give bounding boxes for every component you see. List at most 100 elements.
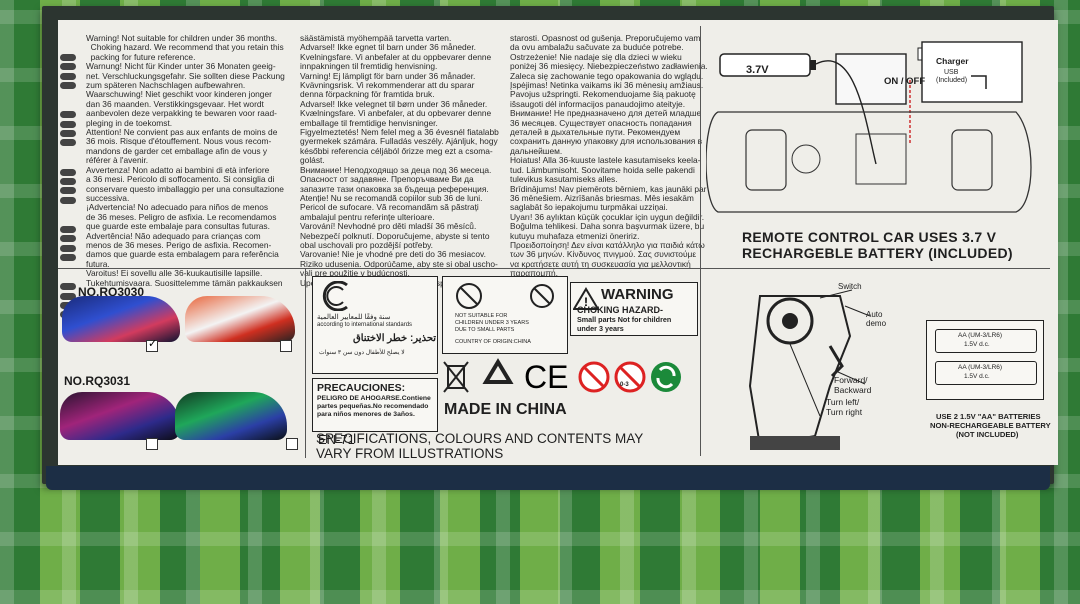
warning-line: golást.	[300, 155, 325, 166]
warning-line: Varoitus! Ei sovellu alle 36-kuukautisil…	[86, 268, 263, 279]
warning-line: Attention! Ne convient pas aux enfants d…	[86, 127, 278, 138]
warning-line: Kvelningsfare. Vi anbefaler at du oppbev…	[300, 51, 492, 62]
country-of-origin: COUNTRY OF ORIGIN:CHINA	[455, 339, 531, 345]
warning-line: Varování! Nevhodné pro děti mladší 36 mě…	[300, 221, 477, 232]
warning-line: Warning! Not suitable for children under…	[86, 33, 278, 43]
warning-line: išsaugoti dėl informacijos panaudojimo a…	[510, 98, 686, 109]
made-in-china: MADE IN CHINA	[444, 401, 567, 418]
warning-line: da ovu ambalažu sačuvate za buduće potre…	[510, 42, 684, 53]
arabic-warning-title: ﺗﺤﺬﯾﺮ: ﺧﻄﺮ اﻻﺧﺘﻨﺎق	[353, 333, 437, 344]
warning-line: poniżej 36 miesięcy. Niebezpieczeństwo z…	[510, 61, 708, 72]
warning-line: aanbevolen deze verpakking te bewaren vo…	[86, 108, 277, 119]
cars-divider	[305, 268, 306, 458]
warning-line: Riziko udusenia. Odporúčame, aby ste si …	[300, 258, 498, 269]
usb-cable-icon	[971, 75, 987, 89]
warning-line: запазите тази опаковка за бъдеща референ…	[300, 183, 489, 194]
warning-line: Hoiatus! Alla 36-kuuste lastele kasutami…	[510, 155, 701, 166]
usb-label: USB	[944, 69, 959, 76]
warning-column-1: Warning! Not suitable for children under…	[86, 33, 285, 288]
warning-line: vali pre použitie v budúcnosti.	[300, 268, 410, 279]
warning-line: Figyelmeztetés! Nem felel meg a 36 évesn…	[300, 127, 499, 138]
standards-english-text: according to international standards	[317, 322, 413, 328]
car-green-image	[175, 392, 287, 440]
horizontal-divider	[58, 268, 700, 269]
forward-backward-label-2: Backward	[834, 385, 872, 395]
recycle-icon	[482, 358, 514, 384]
warning-line: obal uschovali pro pozdější potřeby.	[300, 239, 433, 250]
not-suitable-line-2: CHILDREN UNDER 3 YEARS	[455, 320, 529, 326]
warning-line: a 36 mesi. Pericolo di soffocamento. Si …	[86, 174, 275, 185]
peligro-line-2: partes pequeñas.No recomendado	[317, 403, 429, 410]
aa-battery-1-voltage: 1.5V d.c.	[964, 341, 990, 348]
warning-line: starosti. Opasnost od gušenja. Preporuču…	[510, 33, 701, 43]
not-suitable-line-3: DUE TO SMALL PARTS	[455, 327, 515, 333]
warning-line: dan 36 maanden. Verstikkingsgevaar. Het …	[86, 98, 264, 109]
certification-symbols: CE	[443, 358, 681, 395]
small-parts-line-2: under 3 years	[577, 324, 624, 333]
warning-line: να κρατήσετε αυτή τη συσκευασία για μελλ…	[510, 258, 691, 269]
warning-line: 36 месяцев. Существует опасность попадан…	[510, 117, 692, 128]
no-age-icon	[530, 284, 554, 308]
warning-line: 36 mēnešiem. Aizrīšanās briesmas. Mēs ie…	[510, 192, 694, 203]
charger-box	[921, 41, 1023, 103]
warning-line: référer à l'avenir.	[86, 155, 149, 166]
warning-line: que guarde este embalaje para consultas …	[86, 221, 270, 232]
warning-line: tud. Lämbumisoht. Soovitame hoida selle …	[510, 164, 695, 175]
warning-line: Опасност от задавяне. Препоръчваме Ви да	[300, 174, 474, 185]
checkbox-blue-selected: ✓	[146, 338, 158, 352]
choking-hazard-label: CHOKING HAZARD-	[577, 305, 663, 315]
car-purple-image	[60, 392, 180, 440]
not-suitable-box: NOT SUITABLE FOR CHILDREN UNDER 3 YEARS …	[442, 276, 568, 354]
turn-label-1: Turn left/	[826, 397, 860, 407]
warning-line: Atenție! Nu se recomandă copiilor sub 36…	[300, 192, 483, 203]
warning-line: Kvælningsfare. Vi anbefaler, at du opbev…	[300, 108, 492, 119]
warning-line: Boğulma tehlikesi. Daha sonra başvurmak …	[510, 221, 705, 232]
trigger-icon	[828, 345, 844, 378]
warning-line: Warnung! Nicht für Kinder unter 36 Monat…	[86, 61, 276, 72]
switch-label: Switch	[838, 282, 862, 291]
peligro-line-3: para niños menores de 3años.	[317, 411, 415, 418]
warning-line: παραπομπή.	[510, 268, 559, 279]
chassis-diagram	[706, 41, 1032, 213]
vertical-divider	[700, 26, 701, 456]
weee-bin-icon	[443, 361, 469, 393]
auto-demo-label-2: demo	[866, 319, 887, 328]
warning-line: gyermekek számára. Fulladás veszély. Ajá…	[300, 136, 498, 147]
forward-backward-label-1: Forward/	[834, 375, 868, 385]
remote-controller-diagram	[748, 289, 871, 450]
warning-line: Kvävningsrisk. Vi rekommenderar att du s…	[300, 80, 475, 91]
warning-line: tulevikus kasutamiseks alles.	[510, 174, 618, 185]
warning-line: Tukehtumisvaara. Suosittelemme tämän pak…	[86, 277, 283, 288]
aa-usage-line-3: (NOT INCLUDED)	[956, 430, 1019, 439]
en71-label: EN-71	[318, 432, 355, 447]
warning-line: Προειδοποίηση! Δεν είναι κατάλληλο για π…	[510, 239, 705, 250]
arabic-standards-text: ﺳﻨﺔ وﻓﻘًﺎ ﻟﻠﻤﻌﺎﯾﯿﺮ اﻟﻌﺎﻟﻤﯿﺔ	[317, 314, 391, 321]
warning-line: Внимание! Неподходящо за деца под 36 мес…	[300, 164, 492, 175]
no-child-icon	[456, 283, 482, 309]
green-dot-icon	[651, 362, 681, 392]
warning-line: дальнейшем.	[510, 145, 563, 156]
warning-choking-box: ! WARNING CHOKING HAZARD- Small parts No…	[570, 282, 698, 336]
horizontal-divider-right	[700, 268, 1050, 269]
warning-line: Pericol de sufocare. Vă recomandăm să pă…	[300, 202, 479, 213]
precauciones-box: PRECAUCIONES: PELIGRO DE AHOGARSE.Contie…	[312, 378, 438, 432]
svg-text:CE: CE	[524, 359, 568, 395]
car-blue-image	[62, 296, 180, 342]
car-orange-image	[185, 296, 295, 342]
arabic-warning-small: ﻻ ﯾﺼﻠﺢ ﻟﻸﻃﻔﺎل دون ﺳﻦ ٣ ﺳﻨﻮات	[319, 350, 405, 356]
svg-text:!: !	[584, 295, 588, 309]
warning-line: net. Verschluckungsgefahr. Sie sollten d…	[86, 70, 285, 81]
aa-battery-2-type: AA (UM-3/LR6)	[958, 364, 1003, 371]
warning-line: Zaleca się zachowanie tego opakowania do…	[510, 70, 704, 81]
standards-logo-icon	[322, 281, 348, 311]
on-off-label: ON / OFF	[884, 76, 926, 87]
warning-column-2: säästämistä myöhempää tarvetta varten.Ad…	[300, 33, 499, 288]
aa-battery-1: AA (UM-3/LR6) 1.5V d.c.	[935, 329, 1037, 353]
warning-line: successiva.	[86, 192, 130, 203]
auto-demo-label-1: Auto	[866, 310, 883, 319]
warning-line: innpakningen til fremtidig henvisning.	[300, 61, 438, 72]
warning-line: Varning! Ej lämpligt för barn under 36 m…	[300, 70, 476, 81]
aa-battery-1-type: AA (UM-3/LR6)	[958, 332, 1003, 339]
warning-line: сохранить данную упаковку для использова…	[510, 136, 703, 147]
warning-line: Waarschuwing! Niet geschikt voor kindere…	[86, 89, 272, 100]
